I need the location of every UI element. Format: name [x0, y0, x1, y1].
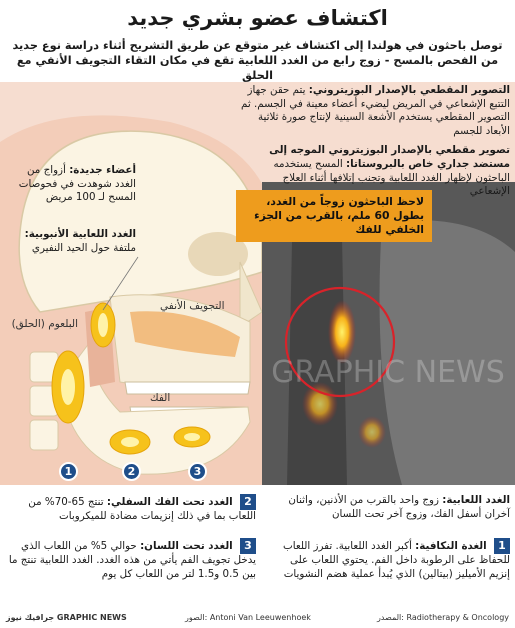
pet-ct-scan: GRAPHIC NEWS [262, 182, 515, 485]
tubarial-text: ملتفة حول الحيد النفيري [31, 241, 136, 254]
submandibular-desc: 2 الغدد تحت الفك السفلي: تنتج 65-70% من … [8, 494, 256, 524]
salivary-text: زوج واحد بالقرب من الأذنين، واثنان آخران… [288, 494, 510, 520]
new-organs-text: أزواج من الغدد شوهدت في فحوصات المسح لـ … [18, 164, 136, 204]
submandibular-gland [109, 429, 151, 455]
new-organs-heading: أعضاء جديدة: [69, 164, 136, 176]
parotid-number: 1 [494, 538, 510, 554]
parotid-heading: الغدة النكافية: [415, 540, 487, 552]
tubarial-note: الغدد اللعابية الأنبوبية: ملتفة حول الحي… [4, 228, 136, 255]
watermark-text: GRAPHIC NEWS [271, 355, 504, 390]
sublingual-text: حوالي 5% من اللعاب الذي يدخل تجويف الفم … [8, 540, 256, 580]
badge-2: 2 [122, 462, 141, 481]
footer-source: المصدر: Radiotherapy & Oncology [376, 613, 509, 622]
submandibular-heading: الغدد تحت الفك السفلي: [106, 496, 233, 508]
skull-illustration [0, 115, 275, 485]
badge-1: 1 [59, 462, 78, 481]
gland-descriptions: الغدد اللعابية: زوج واحد بالقرب من الأذن… [0, 488, 515, 606]
spect-text: يتم حقن جهاز التتبع الإشعاعي في المريض ل… [241, 84, 510, 137]
salivary-glands-desc: الغدد اللعابية: زوج واحد بالقرب من الأذن… [268, 494, 510, 521]
parotid-desc: 1 الغدة النكافية: أكبر الغدد اللعابية. ت… [268, 538, 510, 581]
sublingual-number: 3 [240, 538, 256, 554]
salivary-heading: الغدد اللعابية: [442, 494, 510, 506]
scan-info-block: التصوير المقطعي بالإصدار البوزيتروني: يت… [240, 84, 510, 199]
intro-text: توصل باحثون في هولندا إلى اكتشاف غير متو… [12, 39, 503, 82]
sublingual-heading: الغدد تحت اللسان: [140, 540, 233, 552]
spect-heading: التصوير المقطعي بالإصدار البوزيتروني: [308, 84, 510, 96]
submandibular-number: 2 [240, 494, 256, 510]
tubarial-heading: الغدد اللعابية الأنبوبية: [24, 228, 136, 240]
submandibular-text: تنتج 65-70% من اللعاب بما في ذلك إنزيمات… [28, 496, 256, 522]
psma-heading: تصوير مقطعي بالإصدار البوزيتروني الموجه … [269, 144, 510, 170]
sublingual-desc: 3 الغدد تحت اللسان: حوالي 5% من اللعاب ا… [8, 538, 256, 581]
parotid-gland [51, 350, 85, 424]
label-pharynx: البلعوم (الحلق) [11, 318, 78, 330]
sublingual-gland [173, 426, 211, 448]
parotid-text: أكبر الغدد اللعابية. تفرز اللعاب للحفاظ … [283, 540, 510, 580]
callout-box: لاحظ الباحثون زوجاً من الغدد، بطول 60 مل… [236, 190, 432, 242]
footer-pictures: الصور: Antoni Van Leeuwenhoek [185, 613, 311, 622]
psma-text: المسح يستخدمه الباحثون لإظهار الغدد اللع… [273, 157, 510, 198]
tubarial-gland [90, 302, 116, 348]
footer: المصدر: Radiotherapy & Oncology الصور: A… [0, 610, 515, 628]
new-organs-note: أعضاء جديدة: أزواج من الغدد شوهدت في فحو… [4, 164, 136, 205]
label-nasal-cavity: التجويف الأنفي [160, 300, 225, 312]
badge-3: 3 [188, 462, 207, 481]
label-jaw: الفك [150, 392, 171, 404]
footer-credit: جرافيك نيوز GRAPHIC NEWS [6, 613, 127, 622]
scan-highlight-ring [284, 286, 396, 398]
page-title: اكتشاف عضو بشري جديد [127, 6, 388, 30]
